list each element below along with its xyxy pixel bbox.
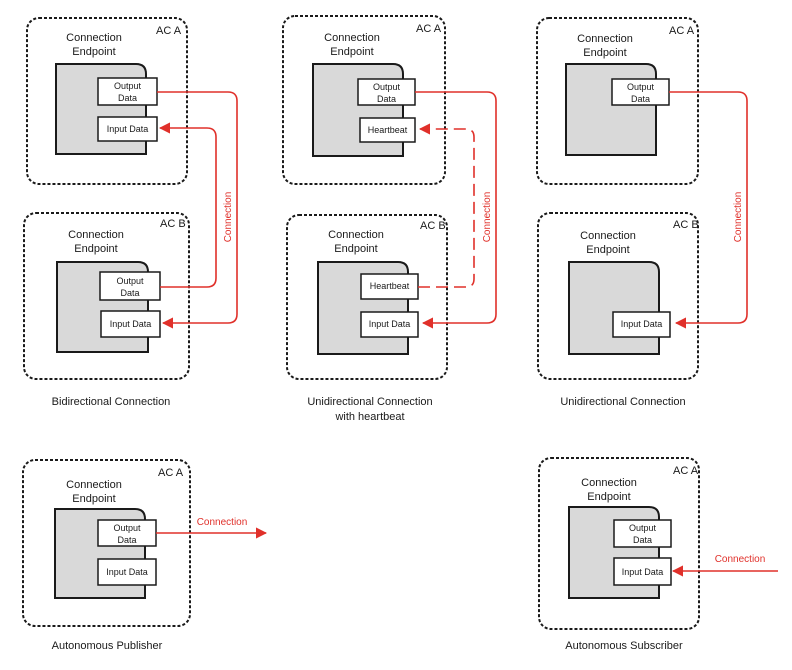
output-data-label-1: Output: [373, 82, 401, 92]
input-data-label: Input Data: [110, 319, 152, 329]
heartbeat-label: Heartbeat: [370, 281, 410, 291]
endpoint-title-line2: Endpoint: [583, 47, 626, 59]
ac-boundary: [536, 17, 699, 185]
endpoint-title-line2: Endpoint: [330, 46, 373, 58]
output-data-label-1: Output: [113, 523, 141, 533]
ac-boundary: [22, 459, 191, 627]
ac-label: AC B: [160, 218, 186, 230]
connection-endpoint: [568, 261, 660, 355]
endpoint-title-line1: Connection: [68, 229, 124, 241]
input-data-label: Input Data: [369, 319, 411, 329]
output-data-label-2: Data: [633, 535, 652, 545]
panel-bidirectional: AC A Connection Endpoint Output Data Inp…: [23, 17, 238, 408]
output-data-label-2: Data: [377, 94, 396, 104]
application-container-a: AC A Connection Endpoint Output Data: [536, 17, 699, 185]
application-container-a: AC A Connection Endpoint Output Data Inp…: [26, 17, 188, 185]
connection-endpoint: [565, 63, 657, 156]
panel-unidirectional: AC A Connection Endpoint Output Data AC …: [536, 17, 748, 408]
panel-autonomous-publisher: AC A Connection Endpoint Output Data Inp…: [22, 459, 268, 652]
endpoint-title-line1: Connection: [581, 477, 637, 489]
connection-label: Connection: [715, 554, 766, 565]
application-container-b: AC B Connection Endpoint Heartbeat Input…: [286, 214, 448, 380]
ac-boundary: [26, 17, 188, 185]
endpoint-title-line2: Endpoint: [587, 491, 630, 503]
connection-line-a-to-b: [157, 91, 238, 329]
ac-label: AC B: [420, 220, 446, 232]
output-data-label-2: Data: [120, 288, 139, 298]
application-container-b: AC B Connection Endpoint Input Data: [537, 212, 699, 380]
input-data-label: Input Data: [106, 567, 148, 577]
ac-label: AC A: [669, 25, 695, 37]
ac-label: AC A: [158, 467, 184, 479]
input-data-port: [100, 310, 161, 338]
application-container-a: AC A Connection Endpoint Output Data Inp…: [22, 459, 191, 627]
output-data-port: [357, 78, 416, 106]
endpoint-title-line2: Endpoint: [334, 243, 377, 255]
input-data-label: Input Data: [622, 567, 664, 577]
connection-line-b-to-a: [158, 122, 217, 288]
caption-bidirectional: Bidirectional Connection: [52, 396, 171, 408]
ac-boundary: [537, 212, 699, 380]
endpoint-title-line2: Endpoint: [72, 46, 115, 58]
input-data-label: Input Data: [107, 124, 149, 134]
heartbeat-connection-line: [418, 123, 475, 288]
application-container-b: AC B Connection Endpoint Output Data Inp…: [23, 212, 190, 380]
endpoint-title-line2: Endpoint: [74, 243, 117, 255]
output-data-port: [97, 77, 158, 106]
output-data-label-1: Output: [116, 276, 144, 286]
ac-label: AC A: [416, 23, 442, 35]
ac-boundary: [286, 214, 448, 380]
connection-label: Connection: [482, 192, 493, 243]
input-data-port: [360, 311, 419, 338]
ac-boundary: [538, 457, 700, 630]
connection-line-output-to-input: [415, 91, 497, 329]
output-data-port: [613, 519, 672, 548]
output-data-label-2: Data: [117, 535, 136, 545]
endpoint-title-line1: Connection: [324, 32, 380, 44]
heartbeat-port: [359, 117, 416, 143]
panel-autonomous-subscriber: AC A Connection Endpoint Output Data Inp…: [538, 457, 778, 652]
output-data-label-1: Output: [627, 82, 655, 92]
endpoint-title-line1: Connection: [580, 230, 636, 242]
endpoint-title-line1: Connection: [66, 32, 122, 44]
output-data-port: [99, 271, 161, 301]
input-data-port: [97, 116, 158, 142]
input-data-port: [612, 311, 671, 338]
input-data-label: Input Data: [621, 319, 663, 329]
connection-label: Connection: [223, 192, 234, 243]
caption-unidirectional: Unidirectional Connection: [560, 396, 685, 408]
endpoint-title-line2: Endpoint: [586, 244, 629, 256]
caption-subscriber: Autonomous Subscriber: [565, 640, 683, 652]
endpoint-title-line1: Connection: [577, 33, 633, 45]
connection-label: Connection: [733, 192, 744, 243]
application-container-a: AC A Connection Endpoint Output Data Inp…: [538, 457, 700, 630]
endpoint-title-line2: Endpoint: [72, 493, 115, 505]
output-data-label-2: Data: [118, 93, 137, 103]
output-data-port: [611, 78, 670, 106]
endpoint-title-line1: Connection: [328, 229, 384, 241]
ac-boundary: [23, 212, 190, 380]
heartbeat-label: Heartbeat: [368, 125, 408, 135]
output-data-port: [97, 519, 157, 547]
output-data-label-1: Output: [629, 523, 657, 533]
application-container-a: AC A Connection Endpoint Output Data Hea…: [282, 15, 446, 185]
ac-label: AC A: [673, 465, 699, 477]
connection-label: Connection: [197, 517, 248, 528]
panel-unidirectional-heartbeat: AC A Connection Endpoint Output Data Hea…: [282, 15, 497, 423]
ac-label: AC B: [673, 219, 699, 231]
endpoint-title-line1: Connection: [66, 479, 122, 491]
caption-uni-heartbeat-line2: with heartbeat: [334, 411, 404, 423]
output-data-label-1: Output: [114, 81, 142, 91]
input-data-port: [613, 557, 672, 586]
ac-label: AC A: [156, 25, 182, 37]
caption-uni-heartbeat-line1: Unidirectional Connection: [307, 396, 432, 408]
connection-line-output-to-input: [669, 91, 748, 329]
output-data-label-2: Data: [631, 94, 650, 104]
input-data-port: [97, 558, 157, 586]
caption-publisher: Autonomous Publisher: [52, 640, 163, 652]
